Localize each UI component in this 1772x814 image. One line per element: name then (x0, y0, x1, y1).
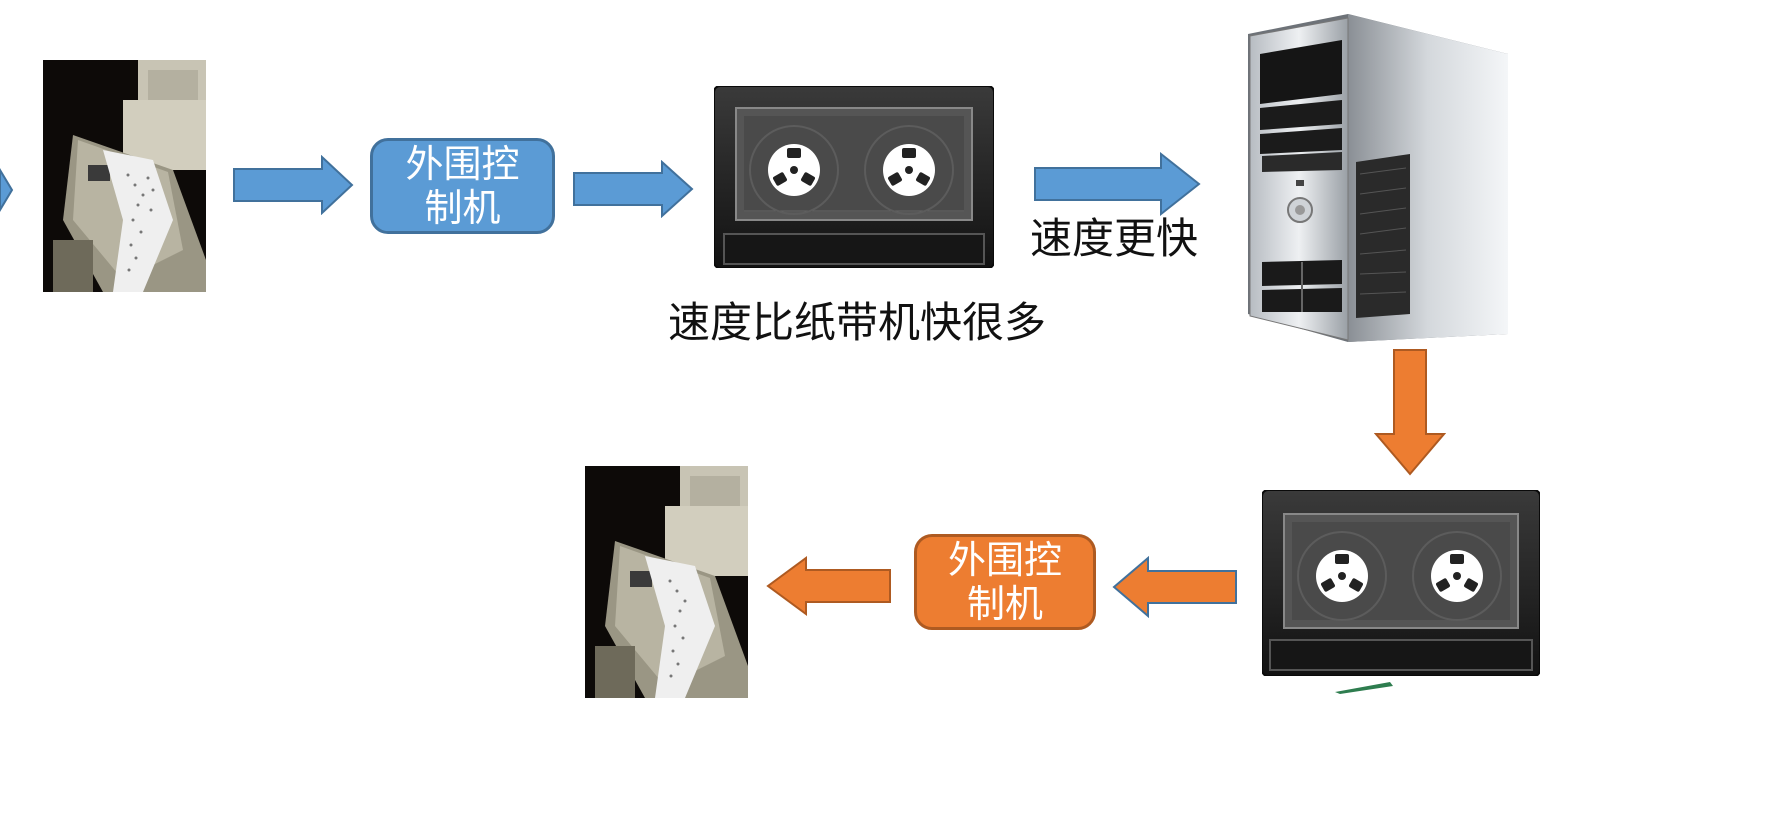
peripheral-controller-box: 外围控 制机 (370, 138, 555, 234)
controller-label-line1: 外围控 (405, 142, 520, 186)
arrow-left-2 (766, 556, 891, 616)
tape-speed-caption: 速度比纸带机快很多 (668, 298, 1047, 347)
paper-tape-reader-photo (43, 60, 206, 292)
controller-output-label-line1: 外围控 (947, 538, 1062, 582)
arrow-right-1 (233, 155, 354, 215)
arrow-right-2 (573, 160, 694, 218)
paper-tape-punch-photo (585, 466, 748, 698)
arrow-left-1 (1112, 556, 1237, 618)
left-edge-arrow (0, 168, 14, 212)
computer-tower-icon (1248, 14, 1508, 342)
faster-speed-label: 速度更快 (1030, 214, 1199, 263)
arrow-right-3 (1034, 152, 1201, 216)
controller-label-line2: 制机 (424, 186, 501, 230)
magnetic-tape-drive-icon-output (1262, 490, 1540, 676)
magnetic-tape-drive-icon (714, 86, 994, 268)
peripheral-controller-box-output: 外围控 制机 (914, 534, 1096, 630)
decorative-fragment (1335, 682, 1393, 694)
controller-output-label-line2: 制机 (966, 582, 1043, 626)
arrow-down (1374, 349, 1446, 476)
